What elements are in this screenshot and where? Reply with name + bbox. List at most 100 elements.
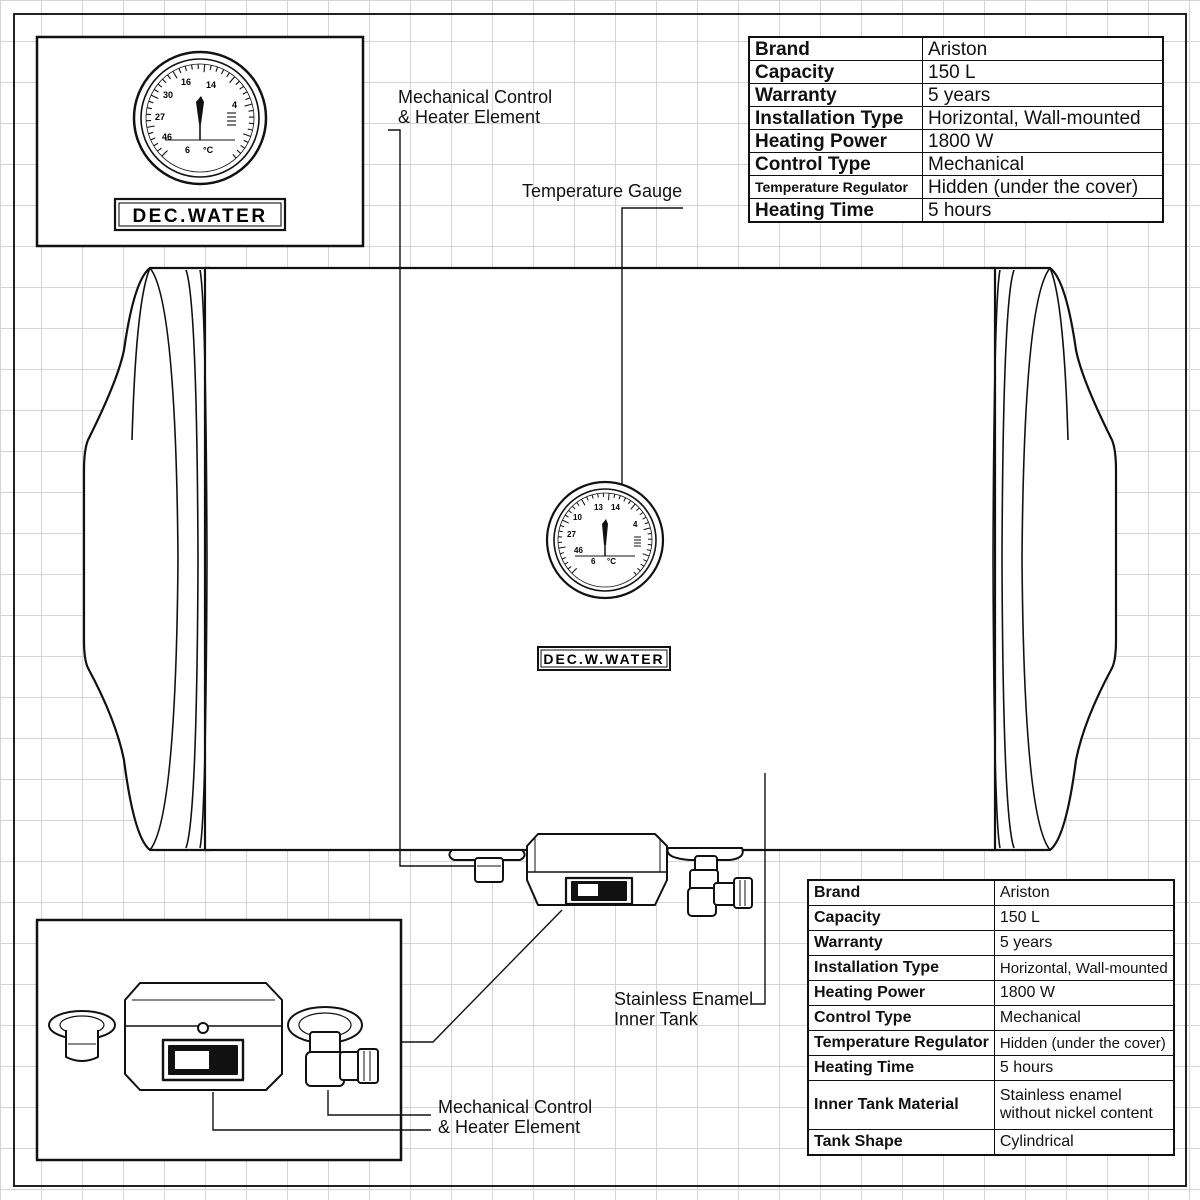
svg-text:DEC.WATER: DEC.WATER [132,206,267,227]
inset-gauge-needle [196,96,204,124]
spec-key: Tank Shape [807,1129,995,1156]
callout-mechanical-control-top: Mechanical Control & Heater Element [398,87,553,127]
gauge-tick [576,502,580,506]
tank-gauge-label: °C [607,557,616,566]
spec-value: 1800 W [993,980,1175,1006]
gauge-inset-box: 16 14 30 4 27 46 6 °C DEC.WATER [35,35,365,248]
spec-value: Cylindrical [993,1129,1175,1156]
tank-body [82,266,1118,852]
spec-value: Horizontal, Wall-mounted [993,955,1175,981]
spec-key: Temperature Regulator [807,1030,995,1056]
spec-value: Hidden (under the cover) [922,175,1164,199]
gauge-tick [571,567,578,574]
gauge-tick [248,109,254,112]
gauge-tick [248,122,254,125]
gauge-tick [167,74,171,80]
inset-gauge-label: 27 [155,112,165,122]
callout-mechanical-control-bottom: Mechanical Control & Heater Element [438,1097,593,1137]
spec-key: Control Type [807,1005,995,1031]
spec-key: Heating Power [807,980,995,1006]
gauge-tick [643,527,651,531]
spec-key: Warranty [807,930,995,956]
inset-gauge-label: 30 [163,90,173,100]
tank-gauge-label: 4 [633,520,638,529]
gauge-tick [640,563,645,567]
gauge-tick [567,566,572,570]
gauge-tick [148,100,154,104]
gauge-tick [236,149,242,154]
callout-inner-tank: Stainless Enamel Inner Tank [614,989,754,1029]
spec-value: Mechanical [922,152,1164,176]
spec-value: 150 L [922,60,1164,84]
spec-value: Mechanical [993,1005,1175,1031]
spec-key: Heating Time [748,198,923,223]
gauge-tick [613,493,616,499]
gauge-tick [581,499,586,506]
spec-key: Brand [807,879,995,906]
gauge-tick [247,128,253,131]
gauge-tick [157,83,163,88]
inset-gauge-label: 46 [162,132,172,142]
inset-gauge-label: 6 [185,145,190,155]
inset-gauge-scale-icon [227,112,236,126]
callout-temperature-gauge: Temperature Gauge [522,181,683,201]
svg-text:DEC.W.WATER: DEC.W.WATER [543,651,664,667]
gauge-tick [235,80,240,85]
spec-value: Horizontal, Wall-mounted [922,106,1164,130]
gauge-tick [209,65,212,71]
gauge-tick [633,571,637,576]
gauge-tick [561,557,566,560]
gauge-tick [591,494,594,499]
gauge-tick [618,495,621,500]
spec-key: Installation Type [807,955,995,981]
spec-key: Capacity [748,60,923,84]
gauge-tick [571,505,576,510]
tank-gauge-label: 13 [594,503,603,512]
tank-brand-plate: DEC.W.WATER [537,646,671,671]
gauge-tick [203,64,206,73]
spec-value: 5 years [993,930,1175,956]
tank-right-cap [988,266,1118,852]
gauge-tick [623,497,627,502]
gauge-tick [178,68,182,74]
gauge-tick [153,88,159,93]
gauge-tick [243,139,249,144]
gauge-tick [150,137,156,141]
gauge-tick [564,514,569,518]
spec-key: Brand [748,36,923,61]
gauge-tick [644,521,649,525]
gauge-tick [191,64,193,70]
control-inset-box [35,918,403,1162]
gauge-tick [558,530,563,533]
spec-key: Capacity [807,905,995,931]
spec-key: Installation Type [748,106,923,130]
inset-gauge-label: 16 [181,77,191,87]
inset-gauge-label: °C [203,145,214,155]
tank-gauge-label: 10 [573,513,582,522]
spec-key: Heating Power [748,129,923,153]
gauge-tick [607,493,610,501]
gauge-tick [162,78,167,84]
gauge-tick [586,496,589,501]
inset-gauge-label: 14 [206,80,216,90]
gauge-tick [150,94,159,100]
gauge-tick [564,561,569,565]
spec-value: Ariston [993,879,1175,906]
gauge-tick [148,131,154,135]
spec-key: Temperature Regulator [748,175,923,199]
gauge-tick [229,76,236,84]
spec-value: 5 hours [993,1055,1175,1081]
gauge-tick [172,70,178,79]
tank-gauge-needle [602,519,608,545]
